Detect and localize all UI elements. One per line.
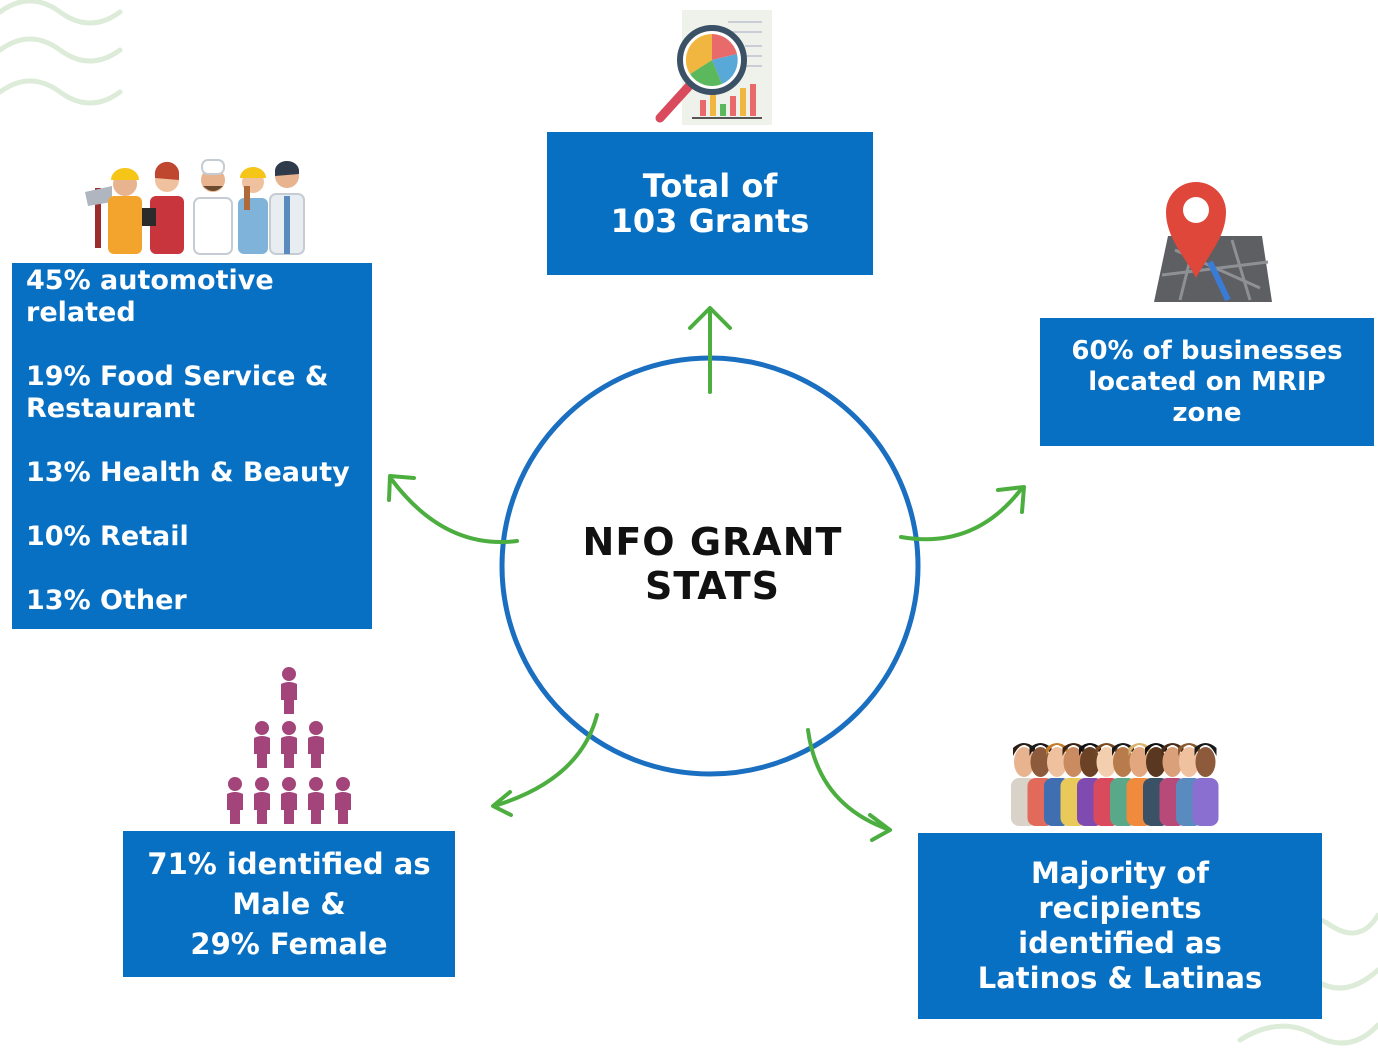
industry-item: 19% Food Service & Restaurant [26,361,372,425]
crowd-person-hair [1062,743,1085,756]
industry-item: 45% automotive related [26,265,372,329]
person-figure-body [254,792,270,824]
ethnicity-box: Majority of recipients identified as Lat… [918,833,1322,1019]
crowd-person-hair [1095,743,1118,756]
location-box: 60% of businesses located on MRIP zone [1040,318,1374,446]
connector-arrows [387,306,1026,842]
location-line-3: zone [1172,397,1242,428]
person-figure-body [281,792,297,824]
gender-line-2: Male & [232,887,346,921]
location-line-1: 60% of businesses [1071,335,1343,366]
industry-item: 13% Other [26,585,372,617]
person-figure-head [255,777,269,791]
grants-line-1: Total of [642,166,778,205]
industry-retail-line: 10% Retail [26,521,189,552]
person-figure-head [228,777,242,791]
crowd-person-head [1080,747,1100,777]
crowd-person-hair [1145,743,1167,756]
map-pin-icon [1154,182,1272,302]
person-figure-body [227,792,243,824]
industries-box: 45% automotive related 19% Food Service … [12,263,372,629]
person-figure-body [281,682,297,714]
grants-line-2: 103 Grants [610,201,810,240]
person-figure-body [335,792,351,824]
industry-item: 13% Health & Beauty [26,457,372,489]
crowd-person-hair [1079,743,1101,756]
hub-title-line-2: STATS [644,564,781,608]
arrow-to-ethnicity [806,728,892,842]
industry-automotive-line-1: 45% automotive [26,265,274,296]
person-figure-body [254,736,270,768]
crowd-person-hair [1178,743,1200,756]
ethnicity-line-1: Majority of [1031,856,1209,890]
gender-box: 71% identified as Male & 29% Female [123,831,455,977]
crowd-person-head [1146,747,1166,777]
industry-health-line: 13% Health & Beauty [26,457,350,488]
grants-box: Total of 103 Grants [547,132,873,275]
person-figure-body [308,792,324,824]
industry-food-line-2: Restaurant [26,393,196,424]
person-figure-body [281,736,297,768]
crowd-person-head [1063,747,1084,777]
crowd-person-head [1129,747,1150,777]
people-pyramid-icon [227,667,351,824]
ethnicity-line-4: Latinos & Latinas [977,961,1263,995]
gender-line-3: 29% Female [190,927,388,961]
arrow-to-gender [491,713,599,817]
crowd-person-head [1047,747,1067,777]
crowd-person-hair [1194,743,1217,756]
crowd-person-hair [1029,743,1052,756]
crowd-person-hair [1046,743,1068,756]
crowd-person-head [1096,747,1117,777]
hub-title: NFO GRANT STATS [540,520,885,608]
location-line-2: located on MRIP [1088,366,1326,397]
person-figure-body [308,736,324,768]
arrow-to-grants [688,306,732,394]
crowd-person-head [1162,747,1183,777]
crowd-person-hair [1161,743,1184,756]
crowd-person-head [1179,747,1199,777]
crowd-person-head [1113,747,1133,777]
person-figure-head [255,721,269,735]
industry-item: 10% Retail [26,521,372,553]
person-figure-head [336,777,350,791]
crowd-person-hair [1112,743,1134,756]
crowd-person-head [1195,747,1216,777]
diverse-crowd-icon [1011,743,1219,826]
magnifier-report-icon [655,10,772,125]
crowd-person-shirt [1192,778,1219,826]
person-figure-head [309,721,323,735]
industry-automotive-line-2: related [26,297,136,328]
person-figure-head [282,777,296,791]
workers-group-icon [85,159,305,255]
industry-other-line: 13% Other [26,585,187,616]
crowd-person-hair [1013,743,1035,756]
crowd-person-hair [1128,743,1151,756]
ethnicity-line-2: recipients [1038,891,1202,925]
person-figure-head [282,667,296,681]
hub-title-line-1: NFO GRANT [582,520,843,564]
crowd-person-head [1030,747,1051,777]
person-figure-head [282,721,296,735]
person-figure-head [309,777,323,791]
industry-food-line-1: 19% Food Service & [26,361,329,392]
gender-line-1: 71% identified as [147,847,431,881]
arrow-to-location [899,485,1026,542]
crowd-person-head [1014,747,1034,777]
ethnicity-line-3: identified as [1018,926,1222,960]
arrow-to-industries [387,474,519,544]
